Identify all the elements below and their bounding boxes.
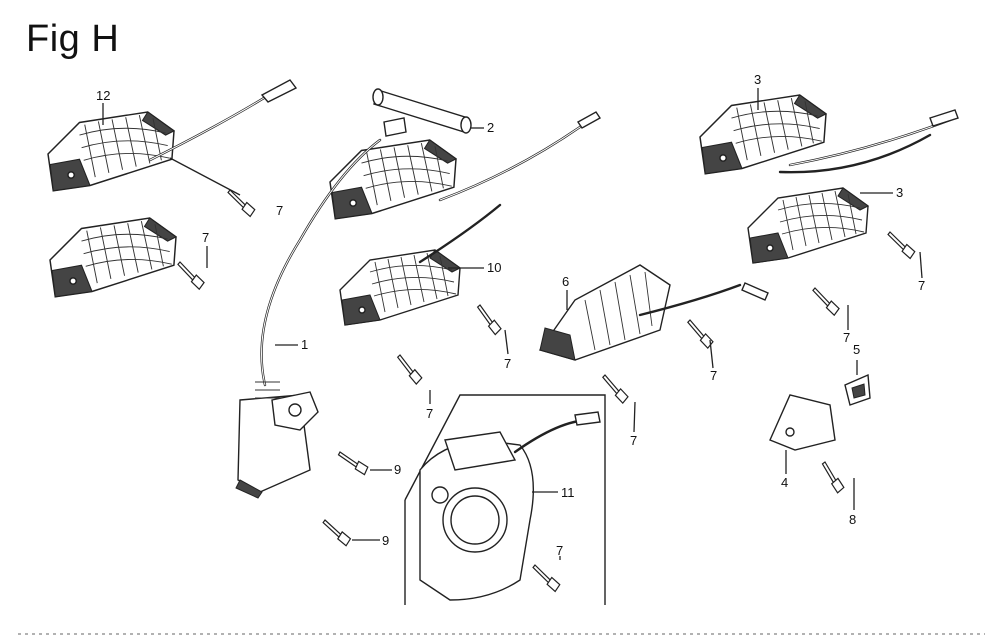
callout-9a: 9 xyxy=(394,462,401,477)
callout-10: 10 xyxy=(487,260,501,275)
callout-6: 6 xyxy=(562,274,569,289)
callout-9b: 9 xyxy=(382,533,389,548)
callout-11: 11 xyxy=(561,485,575,500)
callout-labels: 12 7 7 2 10 1 7 7 9 9 6 7 7 3 3 7 7 5 4 … xyxy=(96,72,925,558)
callout-7a: 7 xyxy=(276,203,283,218)
callout-7b: 7 xyxy=(202,230,209,245)
part-4-bracket xyxy=(769,394,836,451)
callout-7g: 7 xyxy=(918,278,925,293)
bolt-7d xyxy=(390,353,428,386)
callout-8: 8 xyxy=(849,512,856,527)
callout-12: 12 xyxy=(96,88,110,103)
part-1-ignition-coil xyxy=(235,138,382,499)
part-11-inset xyxy=(404,394,606,605)
callout-2: 2 xyxy=(487,120,494,135)
callout-3b: 3 xyxy=(896,185,903,200)
callout-7h: 7 xyxy=(843,330,850,345)
bolt-7c xyxy=(469,303,507,337)
callout-3a: 3 xyxy=(754,72,761,87)
part-12-coil-lower xyxy=(49,217,177,298)
bolt-7f xyxy=(595,373,633,405)
bolt-9a xyxy=(335,451,371,476)
figure-title: Fig H xyxy=(26,18,120,60)
part-12-wire xyxy=(148,79,298,162)
bolt-7a xyxy=(222,189,259,218)
bolt-8 xyxy=(813,460,851,495)
bolt-7i xyxy=(527,564,564,593)
part-3-coil-lower xyxy=(747,187,869,264)
bolt-7h xyxy=(806,287,844,317)
part-12-coil-upper xyxy=(47,111,175,192)
leader-lines xyxy=(102,88,923,560)
part-3-coil-upper xyxy=(699,94,959,175)
part-6-coil xyxy=(538,264,769,361)
callout-7c: 7 xyxy=(504,356,511,371)
bolt-7g xyxy=(882,231,919,260)
bolt-7e xyxy=(680,318,718,350)
part-coil-top-middle xyxy=(329,111,602,220)
callout-7i: 7 xyxy=(556,543,563,558)
callout-5: 5 xyxy=(853,342,860,357)
callout-1: 1 xyxy=(301,337,308,352)
bolt-7b xyxy=(171,261,209,291)
part-10-coil xyxy=(339,203,502,326)
part-2-plug-cap xyxy=(372,88,472,137)
callout-7d: 7 xyxy=(426,406,433,421)
callout-7f: 7 xyxy=(630,433,637,448)
bolt-9b xyxy=(317,519,355,547)
part-5-clip xyxy=(844,373,871,406)
callout-4: 4 xyxy=(781,475,788,490)
callout-7e: 7 xyxy=(710,368,717,383)
